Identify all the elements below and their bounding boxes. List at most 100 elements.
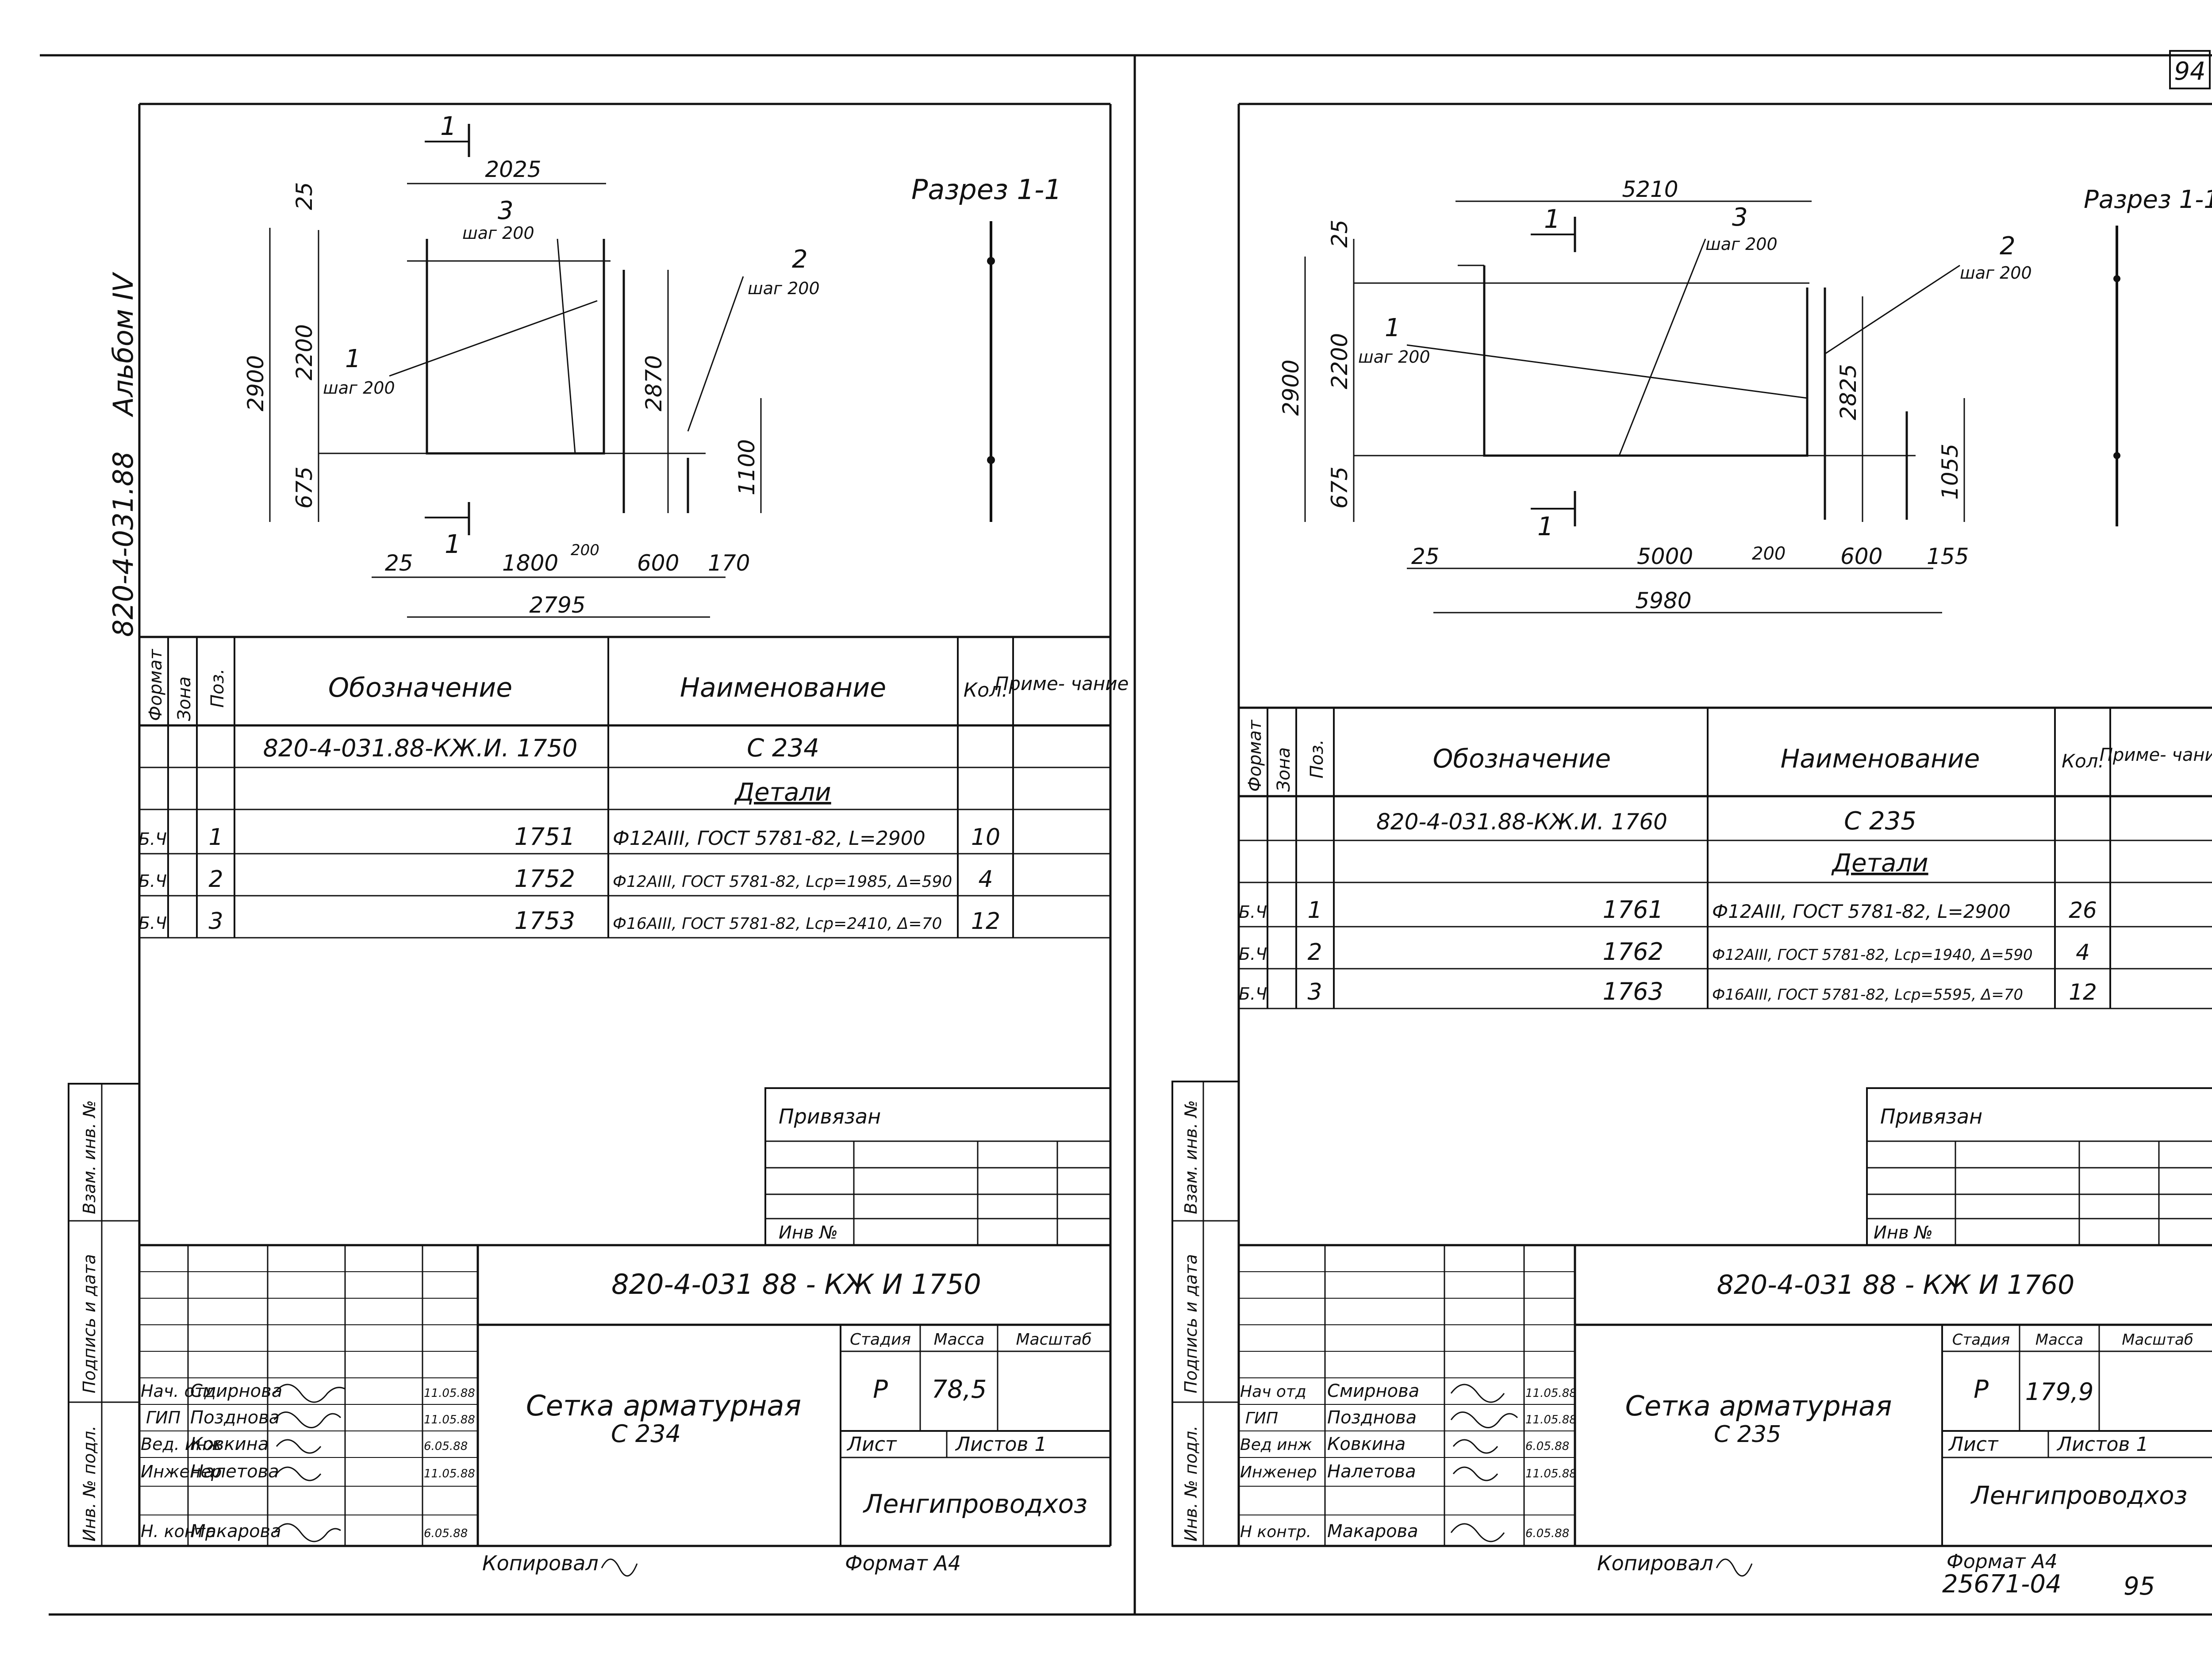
right-callout-1-pos: 1 (1385, 314, 1401, 342)
left-dim-h3: 675 (292, 467, 317, 509)
spec-designation: 1761 (1603, 896, 1663, 924)
spec-format: Б.Ч (138, 829, 167, 849)
table-row: Б.Ч 1 1761 Ф12АIII, ГОСТ 5781-82, L=2900… (1239, 896, 2097, 924)
left-dim-b5: 170 (708, 550, 750, 576)
spec-format: Б.Ч (1239, 984, 1267, 1004)
left-callout-1-step: шаг 200 (323, 378, 395, 398)
right-section-dot-top (2113, 275, 2120, 282)
left-org: Ленгипроводхоз (863, 1489, 1087, 1519)
right-list-label: Лист (1948, 1433, 1999, 1456)
left-dim-b2: 1800 (502, 550, 558, 576)
left-dim-h1: 25 (292, 182, 317, 210)
spec-designation: 1751 (515, 823, 575, 851)
left-side-strip-frame (68, 1083, 140, 1547)
left-assembly-designation: 820-4-031.88-КЖ.И. 1750 (263, 734, 578, 762)
spec-pos: 3 (208, 908, 223, 935)
right-privyazan-label: Привязан (1880, 1104, 1982, 1128)
left-dim-top: 2025 (485, 157, 541, 182)
left-dim-b4: 600 (637, 550, 679, 576)
right-cut-mark-bottom: 1 (1537, 511, 1554, 541)
signer-row: Инженер Налетова 11.05.88 (1240, 1461, 1577, 1482)
signer-role: ГИП (1245, 1409, 1278, 1427)
signer-row: ГИП Позднова 11.05.88 (146, 1407, 475, 1428)
left-inv-no-label: Инв № (779, 1223, 838, 1243)
spec-name: Ф12АIII, ГОСТ 5781-82, L=2900 (613, 827, 926, 850)
right-callout-1-step: шаг 200 (1358, 347, 1430, 367)
left-cut-mark-top: 1 (440, 111, 457, 141)
spec-qty: 4 (2076, 940, 2090, 965)
signer-role: Нач. отд (141, 1381, 216, 1401)
table-row: Б.Ч 2 1762 Ф12АIII, ГОСТ 5781-82, Lср=19… (1239, 938, 2090, 966)
left-h-note: Приме- чание (995, 673, 1129, 694)
sheet-number-box (2169, 50, 2211, 89)
signer-row: Н контр. Макарова 6.05.88 (1240, 1521, 1569, 1542)
signature-scribble (276, 1439, 322, 1454)
signer-date: 6.05.88 (424, 1527, 468, 1540)
signer-role: Вед. инж (141, 1434, 222, 1454)
spec-designation: 1763 (1603, 978, 1663, 1005)
left-section-title: Разрез 1-1 (911, 173, 1062, 206)
left-mesh-main-outline (426, 239, 605, 455)
left-kopiroval: Копировал (482, 1551, 599, 1575)
signer-date: 11.05.88 (1525, 1413, 1577, 1427)
signer-role: Вед инж (1240, 1436, 1312, 1454)
spec-format: Б.Ч (138, 913, 167, 933)
left-h-name: Наименование (680, 672, 886, 703)
right-leader-1 (1406, 344, 1808, 399)
right-callout-2-pos: 2 (2000, 232, 2016, 261)
right-section-title: Разрез 1-1 (2084, 185, 2212, 214)
right-stadia-label: Стадия (1952, 1331, 2010, 1349)
right-assembly-designation: 820-4-031.88-КЖ.И. 1760 (1376, 809, 1667, 835)
right-mesh-drawing: 1 1 5210 2900 25 2200 675 2825 1055 25 5… (1278, 176, 2212, 614)
right-org: Ленгипроводхоз (1970, 1481, 2188, 1510)
spec-format: Б.Ч (1239, 902, 1267, 922)
signature-scribble (1452, 1439, 1498, 1454)
signer-row: Инженер Налетова 11.05.88 (141, 1461, 475, 1482)
right-doc-code: 820-4-031 88 - КЖ И 1760 (1717, 1269, 2075, 1300)
left-dim-b3: 200 (571, 541, 599, 559)
signature-scribble (273, 1411, 342, 1428)
left-title-line2: С 234 (611, 1420, 681, 1448)
right-dim-h1: 25 (1327, 219, 1352, 248)
right-h-format: Формат (1245, 719, 1265, 792)
left-stadia-label: Стадия (850, 1331, 911, 1349)
right-side-strip-frame (1171, 1081, 1240, 1547)
left-cut-mark-bottom: 1 (445, 529, 461, 559)
signature-scribble (1452, 1466, 1498, 1481)
signer-name: Ковкина (1327, 1434, 1406, 1454)
signer-date: 6.05.88 (1525, 1440, 1569, 1453)
left-h-designation: Обозначение (328, 672, 512, 703)
right-h-note: Приме- чание (2100, 745, 2212, 765)
left-h-pos: Поз. (207, 668, 228, 708)
spec-designation: 1753 (515, 907, 575, 935)
spec-format: Б.Ч (1239, 944, 1267, 964)
signer-date: 11.05.88 (1525, 1467, 1577, 1480)
left-sheet: 1 1 2025 2900 25 2200 675 2870 1100 25 1… (68, 103, 1129, 1577)
spec-name: Ф12АIII, ГОСТ 5781-82, Lср=1940, Δ=590 (1712, 946, 2033, 964)
right-privyazan-block: Привязан Инв № (1866, 1087, 2212, 1246)
left-list-label: Лист (846, 1433, 897, 1456)
right-h-designation: Обозначение (1433, 744, 1611, 774)
spec-designation: 1752 (515, 865, 575, 893)
right-stadia: Р (1974, 1375, 1989, 1404)
table-row: Б.Ч 3 1753 Ф16АIII, ГОСТ 5781-82, Lср=24… (138, 907, 1000, 935)
signer-role: Н. контр. (141, 1522, 221, 1541)
spec-qty: 12 (2069, 979, 2097, 1005)
right-callout-3-pos: 3 (1732, 203, 1748, 232)
left-dim-height: 2900 (243, 355, 269, 411)
right-dim-h2: 2200 (1327, 333, 1352, 389)
spec-name: Ф16АIII, ГОСТ 5781-82, Lср=5595, Δ=70 (1712, 986, 2023, 1004)
left-section-dot-top (987, 257, 995, 265)
right-dim-b1: 25 (1411, 544, 1440, 569)
left-leader-3 (557, 238, 576, 454)
left-masshtab-label: Масштаб (1016, 1331, 1091, 1349)
right-h-name: Наименование (1781, 744, 1980, 774)
left-dim-h2: 2200 (292, 324, 317, 380)
left-section-dot-bottom (987, 456, 995, 464)
signer-name: Смирнова (190, 1381, 282, 1401)
left-title-line1: Сетка арматурная (526, 1390, 801, 1423)
signature-scribble (273, 1384, 346, 1403)
spec-designation: 1762 (1603, 938, 1663, 966)
right-h-zone: Зона (1274, 747, 1294, 792)
left-callout-3-step: шаг 200 (462, 223, 534, 243)
